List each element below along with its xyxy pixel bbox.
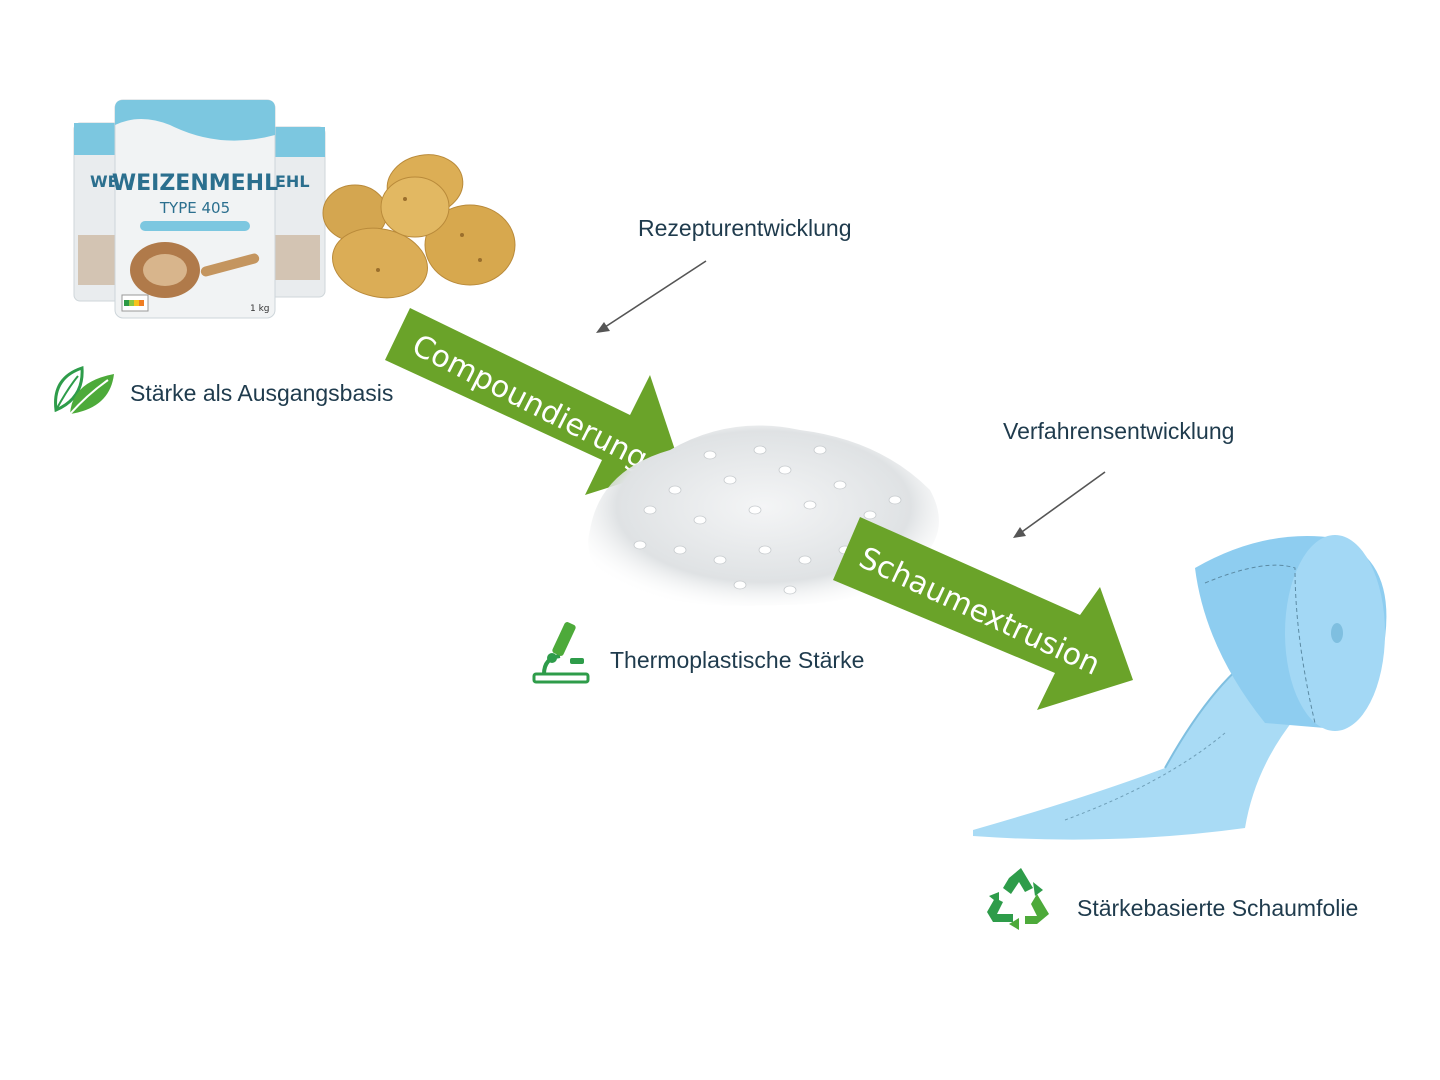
svg-text:WE: WE: [90, 172, 119, 191]
compounding-arrow: Compoundierung: [380, 300, 690, 510]
recycle-icon: [985, 866, 1057, 932]
svg-text:1 kg: 1 kg: [250, 304, 270, 314]
microscope-icon: [530, 618, 592, 686]
flour-bag-back-right: EHL: [269, 126, 326, 298]
recipe-development-label: Rezepturentwicklung: [638, 215, 852, 241]
flour-bag-front: WEIZENMEHL TYPE 405 1 kg: [112, 99, 278, 319]
starch-base-label: Stärke als Ausgangsbasis: [130, 380, 394, 406]
foam-film-roll-image: [965, 528, 1395, 848]
potatoes: [322, 154, 516, 299]
recipe-development-pointer: [590, 255, 715, 340]
svg-text:TYPE 405: TYPE 405: [159, 199, 230, 217]
flour-and-potatoes-image: WE EHL WEIZENMEHL TYPE 405 1 kg: [60, 95, 530, 325]
foam-film-label: Stärkebasierte Schaumfolie: [1077, 895, 1359, 921]
svg-text:EHL: EHL: [275, 172, 310, 191]
process-development-pointer: [1005, 466, 1115, 546]
foam-extrusion-arrow: Schaumextrusion: [825, 505, 1140, 715]
thermoplastic-starch-label: Thermoplastische Stärke: [610, 647, 865, 673]
svg-text:WEIZENMEHL: WEIZENMEHL: [112, 171, 278, 196]
process-development-label: Verfahrensentwicklung: [1003, 418, 1235, 444]
leaf-icon: [48, 360, 120, 420]
